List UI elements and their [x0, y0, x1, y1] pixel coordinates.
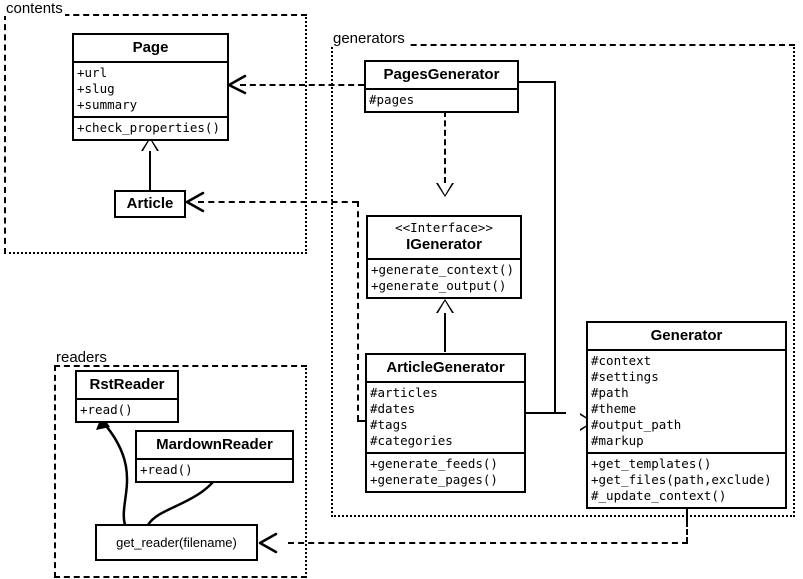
class-pagesgenerator-attr-0: #pages — [369, 92, 415, 107]
class-mardownreader-title: MardownReader — [156, 436, 273, 453]
class-articlegenerator-method-0: +generate_feeds() — [370, 456, 498, 471]
class-generator-attr-3: #theme — [591, 401, 637, 416]
class-igenerator-method-0: +generate_context() — [371, 262, 514, 277]
class-articlegenerator-attr-0: #articles — [370, 385, 438, 400]
class-generator-method-2: #_update_context() — [591, 488, 727, 503]
class-rstreader-title: RstReader — [89, 376, 165, 393]
class-page-attr-0: +url — [77, 65, 108, 80]
function-get-reader-label: get_reader(filename) — [116, 535, 237, 550]
class-igenerator-stereotype: <<Interface>> — [395, 220, 493, 235]
class-page-title: Page — [132, 39, 169, 56]
edge-articlegenerator-to-igenerator-line — [444, 313, 446, 352]
edge-articlegenerator-to-article-seg1 — [198, 201, 358, 203]
class-page-attr-2: +summary — [77, 97, 138, 112]
package-readers-label: readers — [54, 349, 109, 366]
class-pagesgenerator[interactable]: PagesGenerator #pages — [364, 60, 519, 113]
class-generator-method-1: +get_files(path,exclude) — [591, 472, 772, 487]
class-article[interactable]: Article — [114, 190, 186, 218]
class-articlegenerator-attr-3: #categories — [370, 433, 453, 448]
edge-article-to-page-line — [149, 151, 151, 191]
edge-articlegenerator-to-article-seg2 — [357, 201, 359, 421]
edge-pagesgenerator-to-page-line — [240, 84, 364, 86]
class-generator-method-0: +get_templates() — [591, 456, 712, 471]
class-page-method-0: +check_properties() — [77, 120, 220, 135]
class-articlegenerator-attributes: #articles #dates #tags #categories — [367, 381, 524, 452]
edge-pagesgenerator-to-igenerator-arrowhead — [436, 183, 454, 197]
edge-pagesgenerator-to-generator-seg2 — [554, 81, 556, 413]
class-rstreader-methods: +read() — [77, 398, 177, 421]
class-articlegenerator-title: ArticleGenerator — [386, 359, 505, 376]
class-generator-attributes: #context #settings #path #theme #output_… — [588, 349, 785, 452]
class-generator[interactable]: Generator #context #settings #path #them… — [586, 321, 787, 509]
class-generator-attr-2: #path — [591, 385, 629, 400]
package-contents — [4, 14, 307, 254]
class-rstreader[interactable]: RstReader +read() — [75, 370, 179, 423]
class-generator-attr-4: #output_path — [591, 417, 682, 432]
class-pagesgenerator-attributes: #pages — [366, 88, 517, 111]
edge-generator-to-getreader-seg1 — [288, 542, 688, 544]
package-readers-border — [54, 365, 307, 578]
package-generators-label: generators — [331, 30, 407, 47]
class-page-attributes: +url +slug +summary — [74, 61, 227, 116]
class-articlegenerator[interactable]: ArticleGenerator #articles #dates #tags … — [365, 353, 526, 493]
class-page-attr-1: +slug — [77, 81, 115, 96]
package-generators — [331, 44, 795, 517]
class-rstreader-method-0: +read() — [80, 402, 133, 417]
package-contents-label: contents — [4, 0, 65, 17]
package-contents-border — [4, 14, 307, 254]
edge-articlegenerator-to-article-seg3 — [357, 420, 369, 422]
class-articlegenerator-attr-1: #dates — [370, 401, 416, 416]
package-readers — [54, 365, 307, 578]
edge-pagesgenerator-to-generator-seg1 — [519, 81, 556, 83]
class-igenerator-title: <<Interface>> IGenerator — [368, 217, 520, 258]
class-generator-attr-0: #context — [591, 353, 652, 368]
class-article-title: Article — [126, 195, 174, 212]
function-get-reader[interactable]: get_reader(filename) — [95, 524, 258, 561]
class-page-methods: +check_properties() — [74, 116, 227, 139]
class-pagesgenerator-title: PagesGenerator — [383, 66, 500, 83]
class-generator-attr-1: #settings — [591, 369, 659, 384]
package-generators-border — [331, 44, 795, 517]
edge-generator-to-getreader-stub — [686, 502, 688, 522]
class-igenerator-method-1: +generate_output() — [371, 278, 507, 293]
class-mardownreader-methods: +read() — [137, 458, 292, 481]
class-igenerator[interactable]: <<Interface>> IGenerator +generate_conte… — [366, 215, 522, 299]
class-articlegenerator-attr-2: #tags — [370, 417, 408, 432]
class-mardownreader-method-0: +read() — [140, 462, 193, 477]
class-page[interactable]: Page +url +slug +summary +check_properti… — [72, 33, 229, 141]
edge-articlegenerator-to-igenerator-arrowhead — [436, 299, 454, 313]
class-articlegenerator-methods: +generate_feeds() +generate_pages() — [367, 452, 524, 491]
class-generator-methods: +get_templates() +get_files(path,exclude… — [588, 452, 785, 507]
edge-generator-to-getreader-seg2 — [686, 521, 688, 543]
class-igenerator-name: IGenerator — [406, 236, 482, 253]
class-generator-title: Generator — [650, 327, 723, 344]
class-generator-attr-5: #markup — [591, 433, 644, 448]
edge-generator-inherit-stub — [554, 412, 566, 414]
class-mardownreader[interactable]: MardownReader +read() — [135, 430, 294, 483]
class-articlegenerator-method-1: +generate_pages() — [370, 472, 498, 487]
class-igenerator-methods: +generate_context() +generate_output() — [368, 258, 520, 297]
edge-articlegenerator-to-generator-seg1 — [526, 412, 556, 414]
edge-pagesgenerator-to-igenerator-line — [444, 111, 446, 183]
